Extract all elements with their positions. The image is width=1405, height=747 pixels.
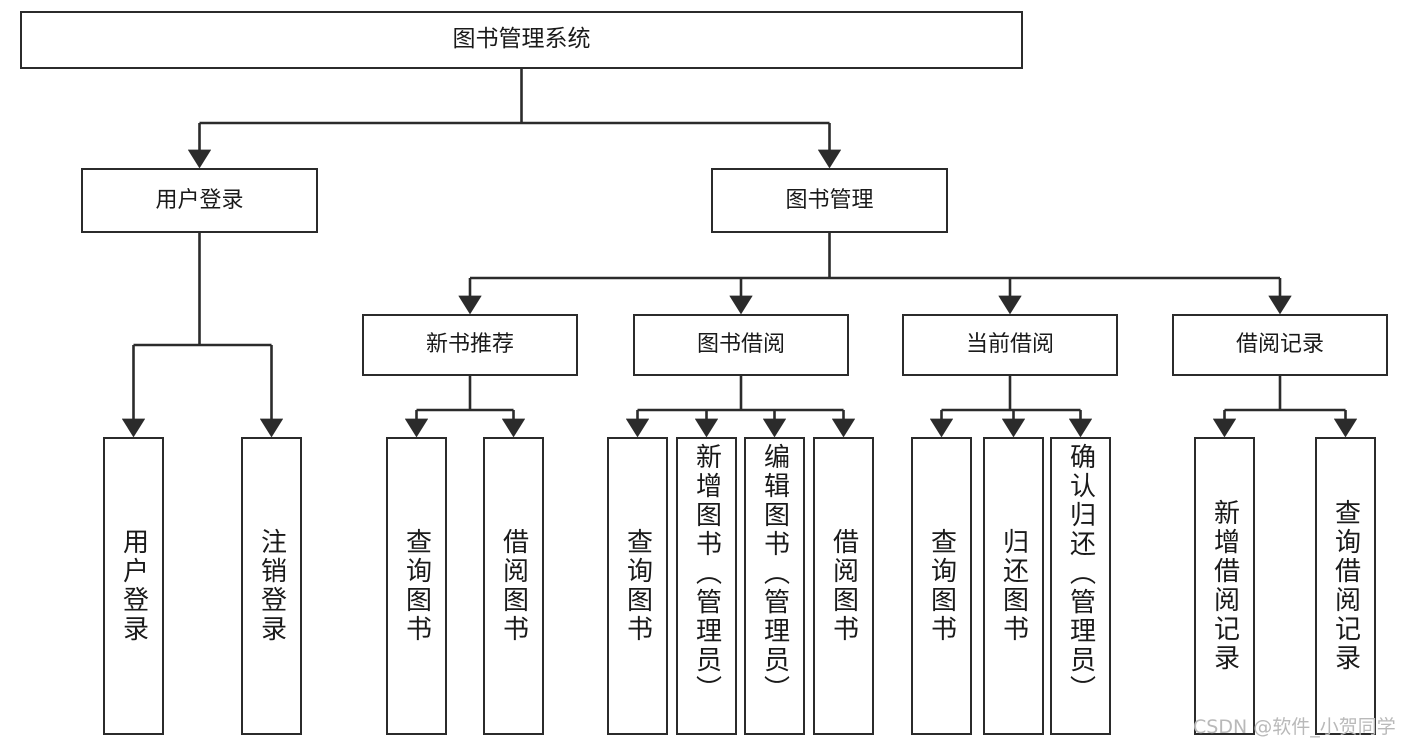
node-label: 归还图书 <box>998 528 1029 644</box>
node-label: 查询图书 <box>926 528 957 644</box>
node-root[interactable]: 图书管理系统 <box>20 11 1023 69</box>
node-label: 用户登录 <box>118 528 149 644</box>
node-label: 新增借阅记录 <box>1209 499 1240 673</box>
node-label: 借阅图书 <box>828 528 859 644</box>
node-newbook[interactable]: 新书推荐 <box>362 314 578 376</box>
node-r2[interactable]: 查询借阅记录 <box>1315 437 1376 735</box>
node-c2[interactable]: 归还图书 <box>983 437 1044 735</box>
node-l1[interactable]: 用户登录 <box>103 437 164 735</box>
node-l2[interactable]: 注销登录 <box>241 437 302 735</box>
csdn-watermark: CSDN @软件_小贺同学 <box>1193 716 1396 738</box>
node-c3[interactable]: 确认归还（管理员） <box>1050 437 1111 735</box>
node-b3[interactable]: 编辑图书（管理员） <box>744 437 805 735</box>
node-label: 编辑图书（管理员） <box>759 443 790 704</box>
node-label: 查询图书 <box>622 528 653 644</box>
node-label: 新书推荐 <box>425 332 514 358</box>
node-label: 借阅记录 <box>1235 332 1324 358</box>
node-r1[interactable]: 新增借阅记录 <box>1194 437 1255 735</box>
node-n2[interactable]: 借阅图书 <box>483 437 544 735</box>
node-records[interactable]: 借阅记录 <box>1172 314 1388 376</box>
node-b4[interactable]: 借阅图书 <box>813 437 874 735</box>
node-label: 确认归还（管理员） <box>1065 443 1096 704</box>
node-current[interactable]: 当前借阅 <box>902 314 1118 376</box>
node-label: 用户登录 <box>155 187 244 213</box>
node-label: 借阅图书 <box>498 528 529 644</box>
node-b1[interactable]: 查询图书 <box>607 437 668 735</box>
node-label: 图书借阅 <box>696 332 785 358</box>
node-b2[interactable]: 新增图书（管理员） <box>676 437 737 735</box>
node-label: 注销登录 <box>256 528 287 644</box>
node-login[interactable]: 用户登录 <box>81 168 318 233</box>
node-label: 查询借阅记录 <box>1330 499 1361 673</box>
node-borrow[interactable]: 图书借阅 <box>633 314 849 376</box>
node-n1[interactable]: 查询图书 <box>386 437 447 735</box>
node-label: 图书管理系统 <box>452 26 591 53</box>
node-label: 新增图书（管理员） <box>691 443 722 704</box>
node-c1[interactable]: 查询图书 <box>911 437 972 735</box>
node-label: 图书管理 <box>785 187 874 213</box>
node-label: 当前借阅 <box>965 332 1054 358</box>
node-label: 查询图书 <box>401 528 432 644</box>
node-bookmgmt[interactable]: 图书管理 <box>711 168 948 233</box>
